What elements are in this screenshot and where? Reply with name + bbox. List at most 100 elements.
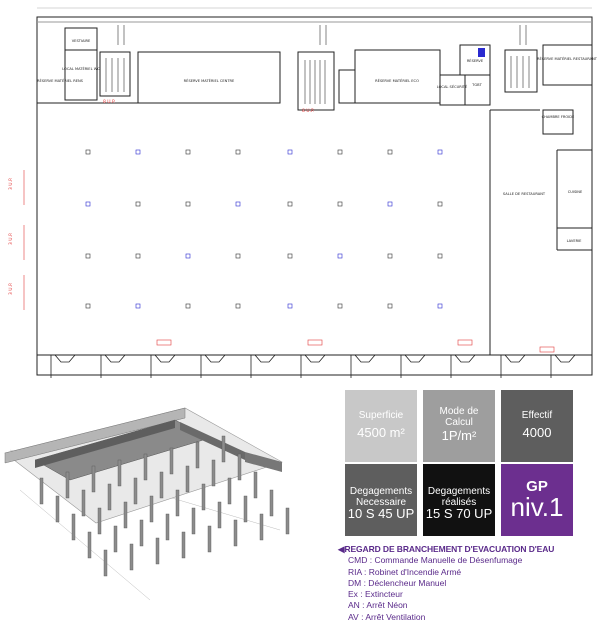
iso-column (191, 507, 196, 535)
iso-column (143, 453, 148, 481)
label-salle-restaurant: SALLE DE RESTAURANT (503, 192, 546, 196)
iso-column (169, 447, 174, 475)
card-superficie: Superficie 4500 m² (345, 390, 417, 462)
iso-column (91, 465, 96, 493)
iso-column (165, 513, 170, 541)
legend-item: AV : Arrêt Ventilation (348, 611, 426, 622)
door-bay (504, 354, 526, 363)
door-bay (154, 354, 176, 363)
iso-column (201, 483, 206, 511)
column-marker (85, 303, 91, 309)
iso-column (103, 549, 108, 577)
column-marker (287, 149, 293, 155)
iso-column (133, 477, 138, 505)
column-marker (185, 253, 191, 259)
column-marker (437, 303, 443, 309)
iso-column (185, 465, 190, 493)
label-local-materiel: LOCAL MATÉRIEL WC (62, 66, 100, 71)
label-tgbt: TGBT (471, 83, 482, 87)
iso-column (243, 495, 248, 523)
column-marker (235, 149, 241, 155)
label-reserve-centre: RÉSERVE MATÉRIEL CENTRE (184, 78, 235, 83)
column-marker (387, 201, 393, 207)
card-deg-realises: Degagements réalisés 15 S 70 UP (423, 464, 495, 536)
room-chambre-froide (542, 109, 574, 135)
column-marker (235, 303, 241, 309)
card-mode-calcul-value: 1P/m² (441, 428, 477, 443)
card-deg-realises-value: 15 S 70 UP (425, 506, 493, 521)
card-gp-label: GP (526, 478, 548, 495)
legend-title: REGARD DE BRANCHEMENT D'EVACUATION D'EAU (344, 544, 555, 554)
iso-column (39, 477, 44, 505)
column-marker (235, 201, 241, 207)
card-gp: GP niv.1 (501, 464, 573, 536)
legend-item: DM : Déclencheur Manuel (348, 577, 447, 588)
iso-column (195, 441, 200, 469)
up-label-4: 3 U.P. (8, 233, 14, 245)
iso-column (159, 471, 164, 499)
card-effectif-value: 4000 (522, 425, 552, 440)
legend-marker-icon: ◀ (338, 544, 345, 554)
room-reserve-restaurant (542, 44, 593, 86)
door-bay (354, 354, 376, 363)
door-bay (404, 354, 426, 363)
up-label-1: 8 U.P. (103, 99, 115, 105)
card-mode-calcul: Mode de Calcul 1P/m² (423, 390, 495, 462)
label-reserve-1: RÉSERVE MATÉRIEL RENS (37, 78, 84, 83)
card-superficie-value: 4500 m² (357, 425, 405, 440)
card-effectif: Effectif 4000 (501, 390, 573, 462)
room-vestiaire (64, 27, 98, 51)
column-marker (337, 253, 343, 259)
label-chambre-froide: CHAMBRE FROIDE (542, 115, 575, 119)
iso-column (55, 495, 60, 523)
door-bay (104, 354, 126, 363)
legend-item: RIA : Robinet d'Incendie Armé (348, 566, 462, 577)
stair-1 (99, 51, 131, 97)
iso-column (269, 489, 274, 517)
column-marker (437, 149, 443, 155)
column-marker (437, 201, 443, 207)
iso-column (221, 435, 226, 463)
door-bay (204, 354, 226, 363)
iso-column (113, 525, 118, 553)
column-marker (185, 149, 191, 155)
card-mode-calcul-label: Mode de Calcul (439, 406, 479, 428)
iso-column (117, 459, 122, 487)
column-marker (387, 253, 393, 259)
column-marker (287, 253, 293, 259)
column-marker (287, 201, 293, 207)
card-deg-realises-label: Degagements réalisés (427, 486, 491, 508)
room-tgbt (464, 74, 491, 106)
column-marker (337, 149, 343, 155)
legend-item: Ex : Extincteur (348, 589, 403, 600)
up-label-2: 8 U.P. (302, 108, 314, 114)
iso-column (123, 501, 128, 529)
iso-column (211, 459, 216, 487)
label-cuisine: CUISINE (568, 190, 583, 194)
room-reserve-eco (354, 49, 441, 104)
stair-2 (297, 51, 335, 111)
column-marker (337, 201, 343, 207)
column-marker (437, 253, 443, 259)
column-marker (135, 253, 141, 259)
card-deg-necessaire-label: Degagements Necessaire (349, 486, 413, 508)
column-marker (387, 149, 393, 155)
iso-column (129, 543, 134, 571)
door-bay (54, 354, 76, 363)
card-deg-necessaire-value: 10 S 45 UP (347, 506, 415, 521)
column-marker (387, 303, 393, 309)
stair-3 (504, 49, 538, 93)
iso-column (139, 519, 144, 547)
room-local-securite (439, 74, 466, 106)
iso-column (259, 513, 264, 541)
column-marker (85, 253, 91, 259)
room-local (338, 69, 356, 104)
iso-column (107, 483, 112, 511)
card-deg-necessaire: Degagements Necessaire 10 S 45 UP (345, 464, 417, 536)
column-marker (287, 303, 293, 309)
column-marker (185, 201, 191, 207)
iso-column (181, 531, 186, 559)
iso-column (253, 471, 258, 499)
iso-column (233, 519, 238, 547)
label-reserve-restaurant: RÉSERVE MATÉRIEL RESTAURANT (537, 56, 598, 61)
